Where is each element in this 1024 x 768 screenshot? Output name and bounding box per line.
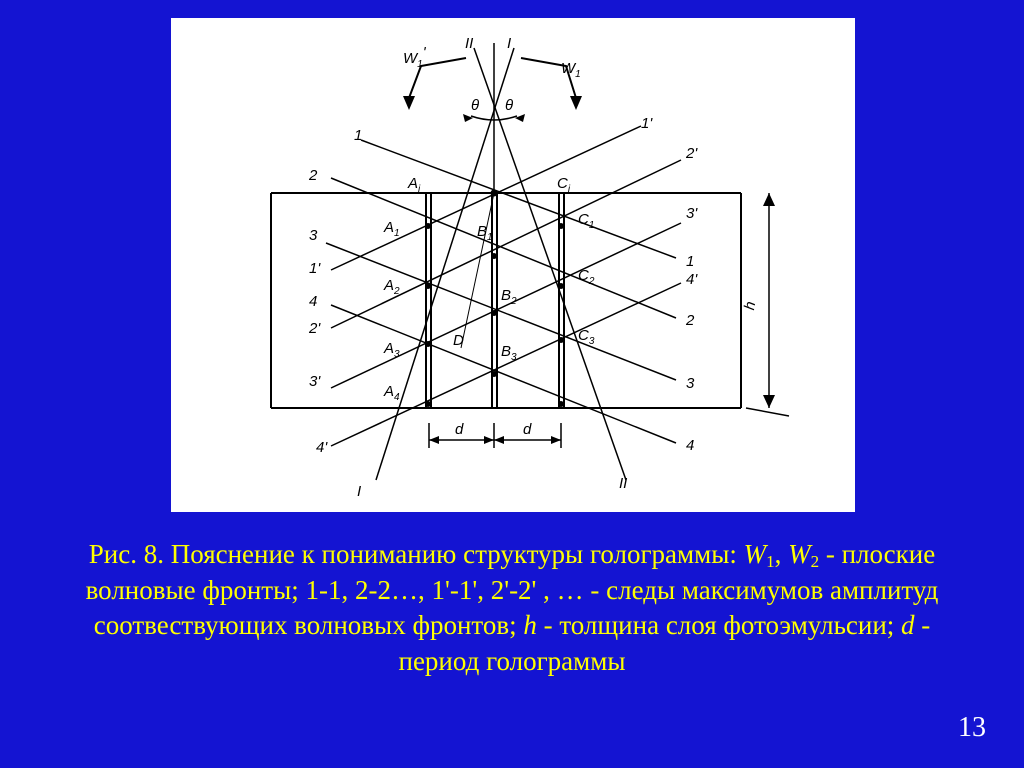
arrowhead-W1 <box>570 96 582 110</box>
label-h: h <box>741 300 759 311</box>
point-B3 <box>491 371 497 377</box>
wavefront-2 <box>330 177 677 319</box>
label-left-4p: 4' <box>316 439 328 456</box>
label-right-1: 1 <box>686 253 694 270</box>
label-A1: A1 <box>383 219 400 239</box>
label-A4: A4 <box>383 383 400 403</box>
point-A1 <box>425 223 431 229</box>
d-arrowhead-4 <box>551 436 561 444</box>
arrow-W1 <box>520 57 577 99</box>
d-arrowhead-3 <box>494 436 504 444</box>
point-C2 <box>558 283 564 289</box>
slide-number: 13 <box>958 712 986 743</box>
label-left-4: 4 <box>309 293 317 310</box>
point-C1 <box>558 223 564 229</box>
caption-part-5: - период голограммы <box>398 610 931 676</box>
d-arrowhead-1 <box>429 436 439 444</box>
caption-d: d <box>901 610 915 640</box>
label-right-3: 3 <box>686 375 695 392</box>
hologram-diagram: W1' W1 II I θ θ 1 2 3 1' 4 2' 3' 4' 1' 2… <box>270 35 790 500</box>
wavefront-2p <box>330 159 682 329</box>
label-ray-II-bottom: II <box>619 475 627 492</box>
label-d-right: d <box>523 421 532 438</box>
h-arrowhead-bottom <box>763 395 775 408</box>
wavefront-3 <box>325 242 677 381</box>
label-B2: B2 <box>501 287 517 307</box>
label-left-3p: 3' <box>309 373 321 390</box>
point-B1 <box>491 253 497 259</box>
caption-part-3: - плоские волновые фронты; 1-1, 2-2…, 1'… <box>85 539 939 640</box>
arrowhead-W1p <box>403 96 415 110</box>
caption-w2-sub: 2 <box>810 552 820 571</box>
label-C3: C3 <box>578 327 595 347</box>
label-Ai: Ai <box>407 175 421 195</box>
point-A4 <box>425 401 431 407</box>
theta-arc <box>470 115 518 121</box>
arrow-W1p <box>408 57 467 99</box>
caption-part-4: - толщина слоя фотоэмульсии; <box>536 610 902 640</box>
caption-w1-sub: 1 <box>766 552 775 571</box>
label-C1: C1 <box>578 211 594 231</box>
label-C2: C2 <box>578 267 595 287</box>
wavefront-1p <box>330 125 642 271</box>
caption-h: h <box>523 610 537 640</box>
label-right-3p: 3' <box>686 205 698 222</box>
point-C3 <box>558 337 564 343</box>
theta-arrowhead-right <box>515 114 525 122</box>
label-theta-left: θ <box>471 97 479 114</box>
ray-to-D <box>460 192 495 349</box>
label-d-left: d <box>455 421 464 438</box>
point-top <box>490 189 498 197</box>
label-D: D <box>453 332 464 349</box>
label-right-4: 4 <box>686 437 694 454</box>
hologram-diagram-panel: W1' W1 II I θ θ 1 2 3 1' 4 2' 3' 4' 1' 2… <box>171 18 855 512</box>
label-right-1p: 1' <box>641 115 653 132</box>
label-W1: W1 <box>561 60 581 80</box>
label-A2: A2 <box>383 277 400 297</box>
point-B2 <box>491 310 497 316</box>
label-ray-II-top: II <box>465 35 473 52</box>
caption-part-1: Рис. 8. Пояснение к пониманию структуры … <box>88 539 744 569</box>
label-left-2p: 2' <box>308 320 321 337</box>
label-A3: A3 <box>383 340 400 360</box>
wavefront-4p <box>330 282 682 447</box>
h-arrowhead-top <box>763 193 775 206</box>
label-right-2p: 2' <box>685 145 698 162</box>
wavefront-3p <box>330 222 682 389</box>
caption-w1: W <box>743 539 767 569</box>
label-Ci: Ci <box>557 175 571 195</box>
label-ray-I-bottom: I <box>357 483 361 500</box>
label-left-3: 3 <box>309 227 318 244</box>
theta-arrowhead-left <box>463 114 473 122</box>
caption-w2: W <box>788 539 811 569</box>
label-W1p: W1' <box>403 44 427 70</box>
label-theta-right: θ <box>505 97 513 114</box>
caption-part-2: , <box>774 539 789 569</box>
label-left-1p: 1' <box>309 260 321 277</box>
label-ray-I-top: I <box>507 35 511 52</box>
figure-caption: Рис. 8. Пояснение к пониманию структуры … <box>60 537 964 679</box>
d-arrowhead-2 <box>484 436 494 444</box>
point-A2 <box>425 283 431 289</box>
label-left-1: 1 <box>354 127 362 144</box>
point-C4 <box>558 401 564 407</box>
label-B1: B1 <box>477 223 493 243</box>
label-left-2: 2 <box>308 167 318 184</box>
point-A3 <box>425 341 431 347</box>
label-right-2: 2 <box>685 312 695 329</box>
label-right-4p: 4' <box>686 271 698 288</box>
label-B3: B3 <box>501 343 517 363</box>
h-dimension-tick <box>745 407 790 417</box>
wavefront-4 <box>330 304 677 444</box>
wavefront-1 <box>360 139 677 259</box>
